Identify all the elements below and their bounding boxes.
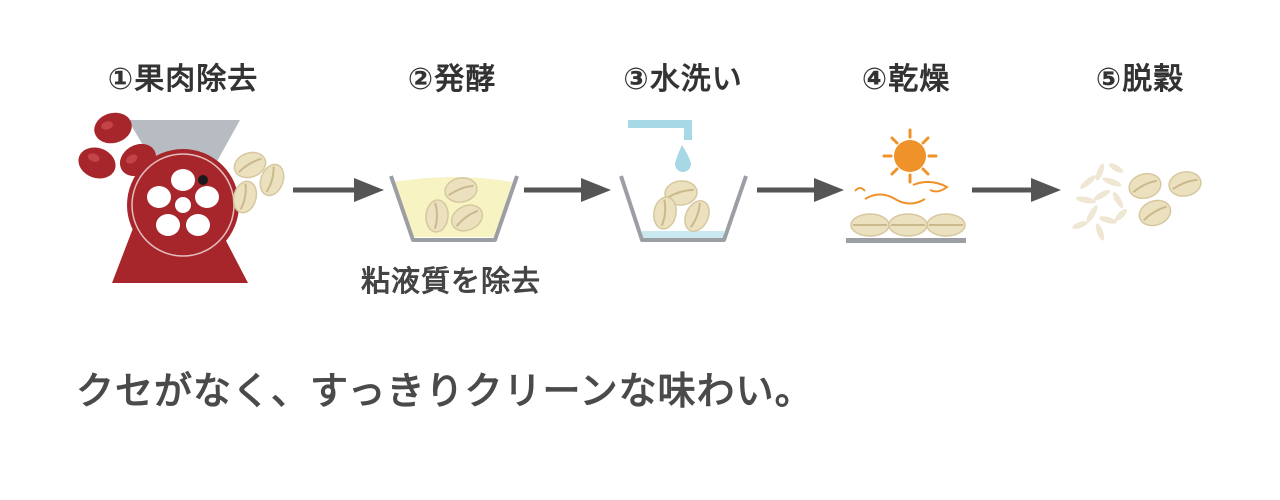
hulled-beans-icon — [1072, 163, 1204, 241]
step-label-fermentation: ②発酵 — [407, 62, 497, 97]
fermentation-bowl-icon — [389, 174, 519, 242]
arrow-2 — [524, 178, 611, 202]
washing-bowl-icon — [619, 120, 748, 242]
arrow-1 — [293, 178, 384, 202]
step-label-hulling: ⑤脱穀 — [1095, 62, 1185, 97]
pulping-machine-icon — [74, 108, 289, 283]
arrow-3 — [757, 178, 844, 202]
fermentation-note: 粘液質を除去 — [360, 264, 542, 298]
step-label-pulping: ①果肉除去 — [107, 62, 259, 97]
drying-sun-icon — [846, 128, 966, 243]
arrow-4 — [972, 178, 1061, 202]
step-label-washing: ③水洗い — [623, 62, 743, 97]
step-label-drying: ④乾燥 — [861, 62, 951, 97]
tagline: クセがなく、すっきりクリーンな味わい。 — [76, 369, 814, 413]
